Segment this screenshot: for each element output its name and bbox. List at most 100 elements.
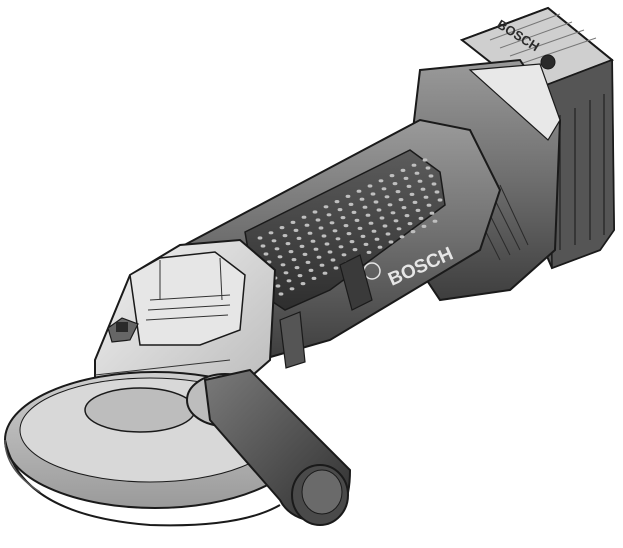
grip-dot [324, 242, 330, 246]
grip-dot [422, 158, 428, 162]
grip-dot [371, 229, 377, 233]
grip-dot [277, 255, 283, 259]
grip-dot [357, 226, 363, 230]
grip-dot [367, 184, 373, 188]
grip-dot [345, 194, 351, 198]
grip-dot [377, 245, 383, 249]
grip-dot [278, 292, 284, 296]
grip-dot [390, 211, 396, 215]
grip-dot [382, 224, 388, 228]
grip-dot [428, 174, 434, 178]
grip-dot [352, 248, 358, 252]
grip-dot [426, 203, 432, 207]
grip-dot [389, 174, 395, 178]
grip-dot [393, 219, 399, 223]
grip-dot [392, 182, 398, 186]
grip-dot [400, 168, 406, 172]
grip-dot [257, 236, 263, 240]
grip-dot [307, 231, 313, 235]
battery-pack: BOSCH [459, 6, 616, 270]
grip-dot [346, 232, 352, 236]
grip-dot [348, 202, 354, 206]
power-switch [339, 254, 373, 311]
grip-dot [376, 208, 382, 212]
grip-dot [280, 263, 286, 267]
grip-dot [297, 274, 303, 278]
grip-dot [356, 189, 362, 193]
grip-dot [429, 211, 435, 215]
grip-dot [431, 182, 437, 186]
grip-dot [421, 224, 427, 228]
grip-dot [407, 222, 413, 226]
grip-dot [415, 208, 421, 212]
grip-dot [410, 230, 416, 234]
grip-dot [335, 237, 341, 241]
grip-dot [423, 195, 429, 199]
grip-dot [366, 250, 372, 254]
gear-head [94, 238, 277, 412]
grip-dot [417, 179, 423, 183]
grip-dot [308, 268, 314, 272]
grip-dot [384, 195, 390, 199]
grip-dot [310, 239, 316, 243]
grip-dot [341, 253, 347, 257]
grip-dot [271, 239, 277, 243]
grip-dot [434, 190, 440, 194]
grip-dot [351, 210, 357, 214]
grip-dot [304, 223, 310, 227]
grip-dot [381, 187, 387, 191]
grip-dot [318, 226, 324, 230]
grip-dot [296, 236, 302, 240]
grip-dot [299, 244, 305, 248]
grip-dot [326, 213, 332, 217]
grip-dot [411, 163, 417, 167]
trigger-ridges [279, 311, 306, 369]
grip-dot [279, 226, 285, 230]
grip-dot [329, 221, 335, 225]
grip-dot [288, 250, 294, 254]
grip-dot [316, 255, 322, 259]
grip-dot [374, 237, 380, 241]
grip-dot [340, 216, 346, 220]
grip-dot [388, 240, 394, 244]
grip-dot [321, 234, 327, 238]
grip-dot [293, 228, 299, 232]
grip-dots [257, 158, 443, 296]
grip-dot [425, 166, 431, 170]
grip-dot [338, 245, 344, 249]
grip-dot [401, 206, 407, 210]
grip-dot [432, 219, 438, 223]
grip-dot [363, 242, 369, 246]
grip-dot [437, 198, 443, 202]
grip-dot [319, 263, 325, 267]
grip-dot [289, 287, 295, 291]
grip-dot [300, 282, 306, 286]
grip-dot [275, 284, 281, 288]
grip-dot [285, 242, 291, 246]
grip-dot [370, 192, 376, 196]
grip-dot [337, 208, 343, 212]
grip-dot [290, 220, 296, 224]
grip-dot [349, 240, 355, 244]
grip-dot [305, 260, 311, 264]
grip-dot [282, 234, 288, 238]
grip-dot [378, 179, 384, 183]
grip-dot [420, 187, 426, 191]
grip-dot [359, 197, 365, 201]
grip-dot [360, 234, 366, 238]
grip-dot [322, 271, 328, 275]
grip-dot [301, 215, 307, 219]
grip-dot [260, 244, 266, 248]
grip-dot [414, 171, 420, 175]
grip-dot [313, 247, 319, 251]
grip-dot [323, 205, 329, 209]
grip-dot [418, 216, 424, 220]
grip-dot [268, 231, 274, 235]
grip-dot [409, 192, 415, 196]
grip-dot [263, 252, 269, 256]
grip-dot [365, 213, 371, 217]
grip-dot [283, 271, 289, 275]
grip-dot [399, 235, 405, 239]
auxiliary-handle [186, 368, 352, 526]
